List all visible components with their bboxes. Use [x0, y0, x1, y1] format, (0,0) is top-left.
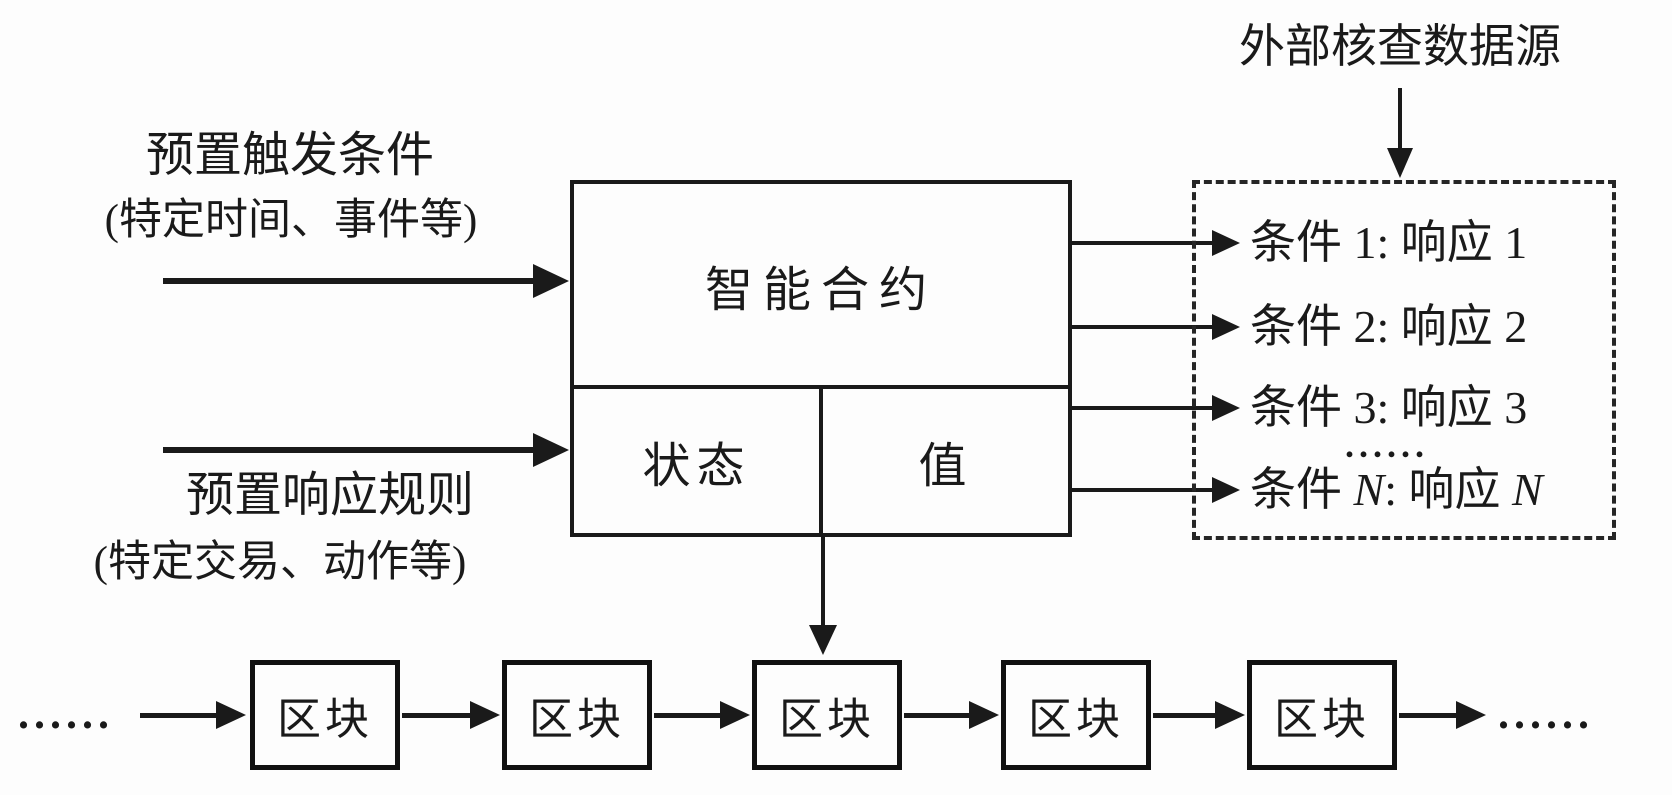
block-box-2: 区块: [502, 660, 652, 770]
block-box-5: 区块: [1247, 660, 1397, 770]
arrow-line: [1068, 406, 1212, 410]
condition-n-var1: N: [1353, 464, 1385, 515]
arrow-line: [1068, 241, 1212, 245]
arrow-head-icon: [1212, 477, 1240, 503]
condition-n-prefix: 条件: [1250, 464, 1354, 515]
arrow-line: [163, 447, 535, 453]
condition-n-mid: : 响应: [1384, 464, 1512, 515]
chain-ellipsis-left: ......: [18, 689, 114, 738]
arrow-head-icon: [1212, 230, 1240, 256]
arrow-head-icon: [533, 264, 569, 298]
external-source-label: 外部核查数据源: [1239, 21, 1561, 72]
condition-n-var2: N: [1511, 464, 1543, 515]
arrow-head-icon: [533, 433, 569, 467]
arrow-head-icon: [809, 625, 837, 655]
arrow-line: [163, 278, 535, 284]
rules-label-line2: (特定交易、动作等): [93, 539, 467, 586]
block-box-3: 区块: [752, 660, 902, 770]
arrow-head-icon: [1456, 701, 1486, 729]
rules-label-line1: 预置响应规则: [185, 469, 474, 522]
arrow-line: [1153, 713, 1215, 718]
condition-row-n: 条件 N: 响应 N: [1250, 461, 1543, 519]
arrow-head-icon: [1212, 314, 1240, 340]
smart-contract-box: 智能合约 状态 值: [570, 180, 1072, 537]
arrow-head-icon: [1212, 395, 1240, 421]
verification-box: [1192, 180, 1616, 540]
arrow-line: [1398, 88, 1402, 150]
condition-row-2: 条件 2: 响应 2: [1250, 301, 1528, 352]
block-box-4: 区块: [1001, 660, 1151, 770]
arrow-line: [402, 713, 470, 718]
block-box-1: 区块: [250, 660, 400, 770]
state-cell: 状态: [574, 389, 823, 533]
chain-ellipsis-right: ......: [1498, 689, 1594, 738]
smart-contract-title: 智能合约: [574, 184, 1068, 389]
arrow-line: [1399, 713, 1456, 718]
arrow-head-icon: [969, 701, 999, 729]
arrow-head-icon: [720, 701, 750, 729]
condition-ellipsis: ......: [1345, 425, 1429, 465]
arrow-head-icon: [470, 701, 500, 729]
arrow-line: [654, 713, 720, 718]
arrow-head-icon: [1387, 148, 1413, 178]
arrow-line: [140, 713, 216, 718]
arrow-line: [821, 537, 825, 625]
condition-row-3: 条件 3: 响应 3: [1250, 382, 1528, 433]
arrow-head-icon: [216, 701, 246, 729]
arrow-head-icon: [1215, 701, 1245, 729]
value-cell: 值: [918, 440, 973, 493]
trigger-label-line2: (特定时间、事件等): [104, 197, 478, 244]
smart-contract-storage-row: 状态 值: [574, 389, 1068, 533]
arrow-line: [1068, 325, 1212, 329]
arrow-line: [904, 713, 969, 718]
trigger-label-line1: 预置触发条件: [145, 129, 434, 182]
condition-row-1: 条件 1: 响应 1: [1250, 217, 1528, 268]
arrow-line: [1068, 488, 1212, 492]
